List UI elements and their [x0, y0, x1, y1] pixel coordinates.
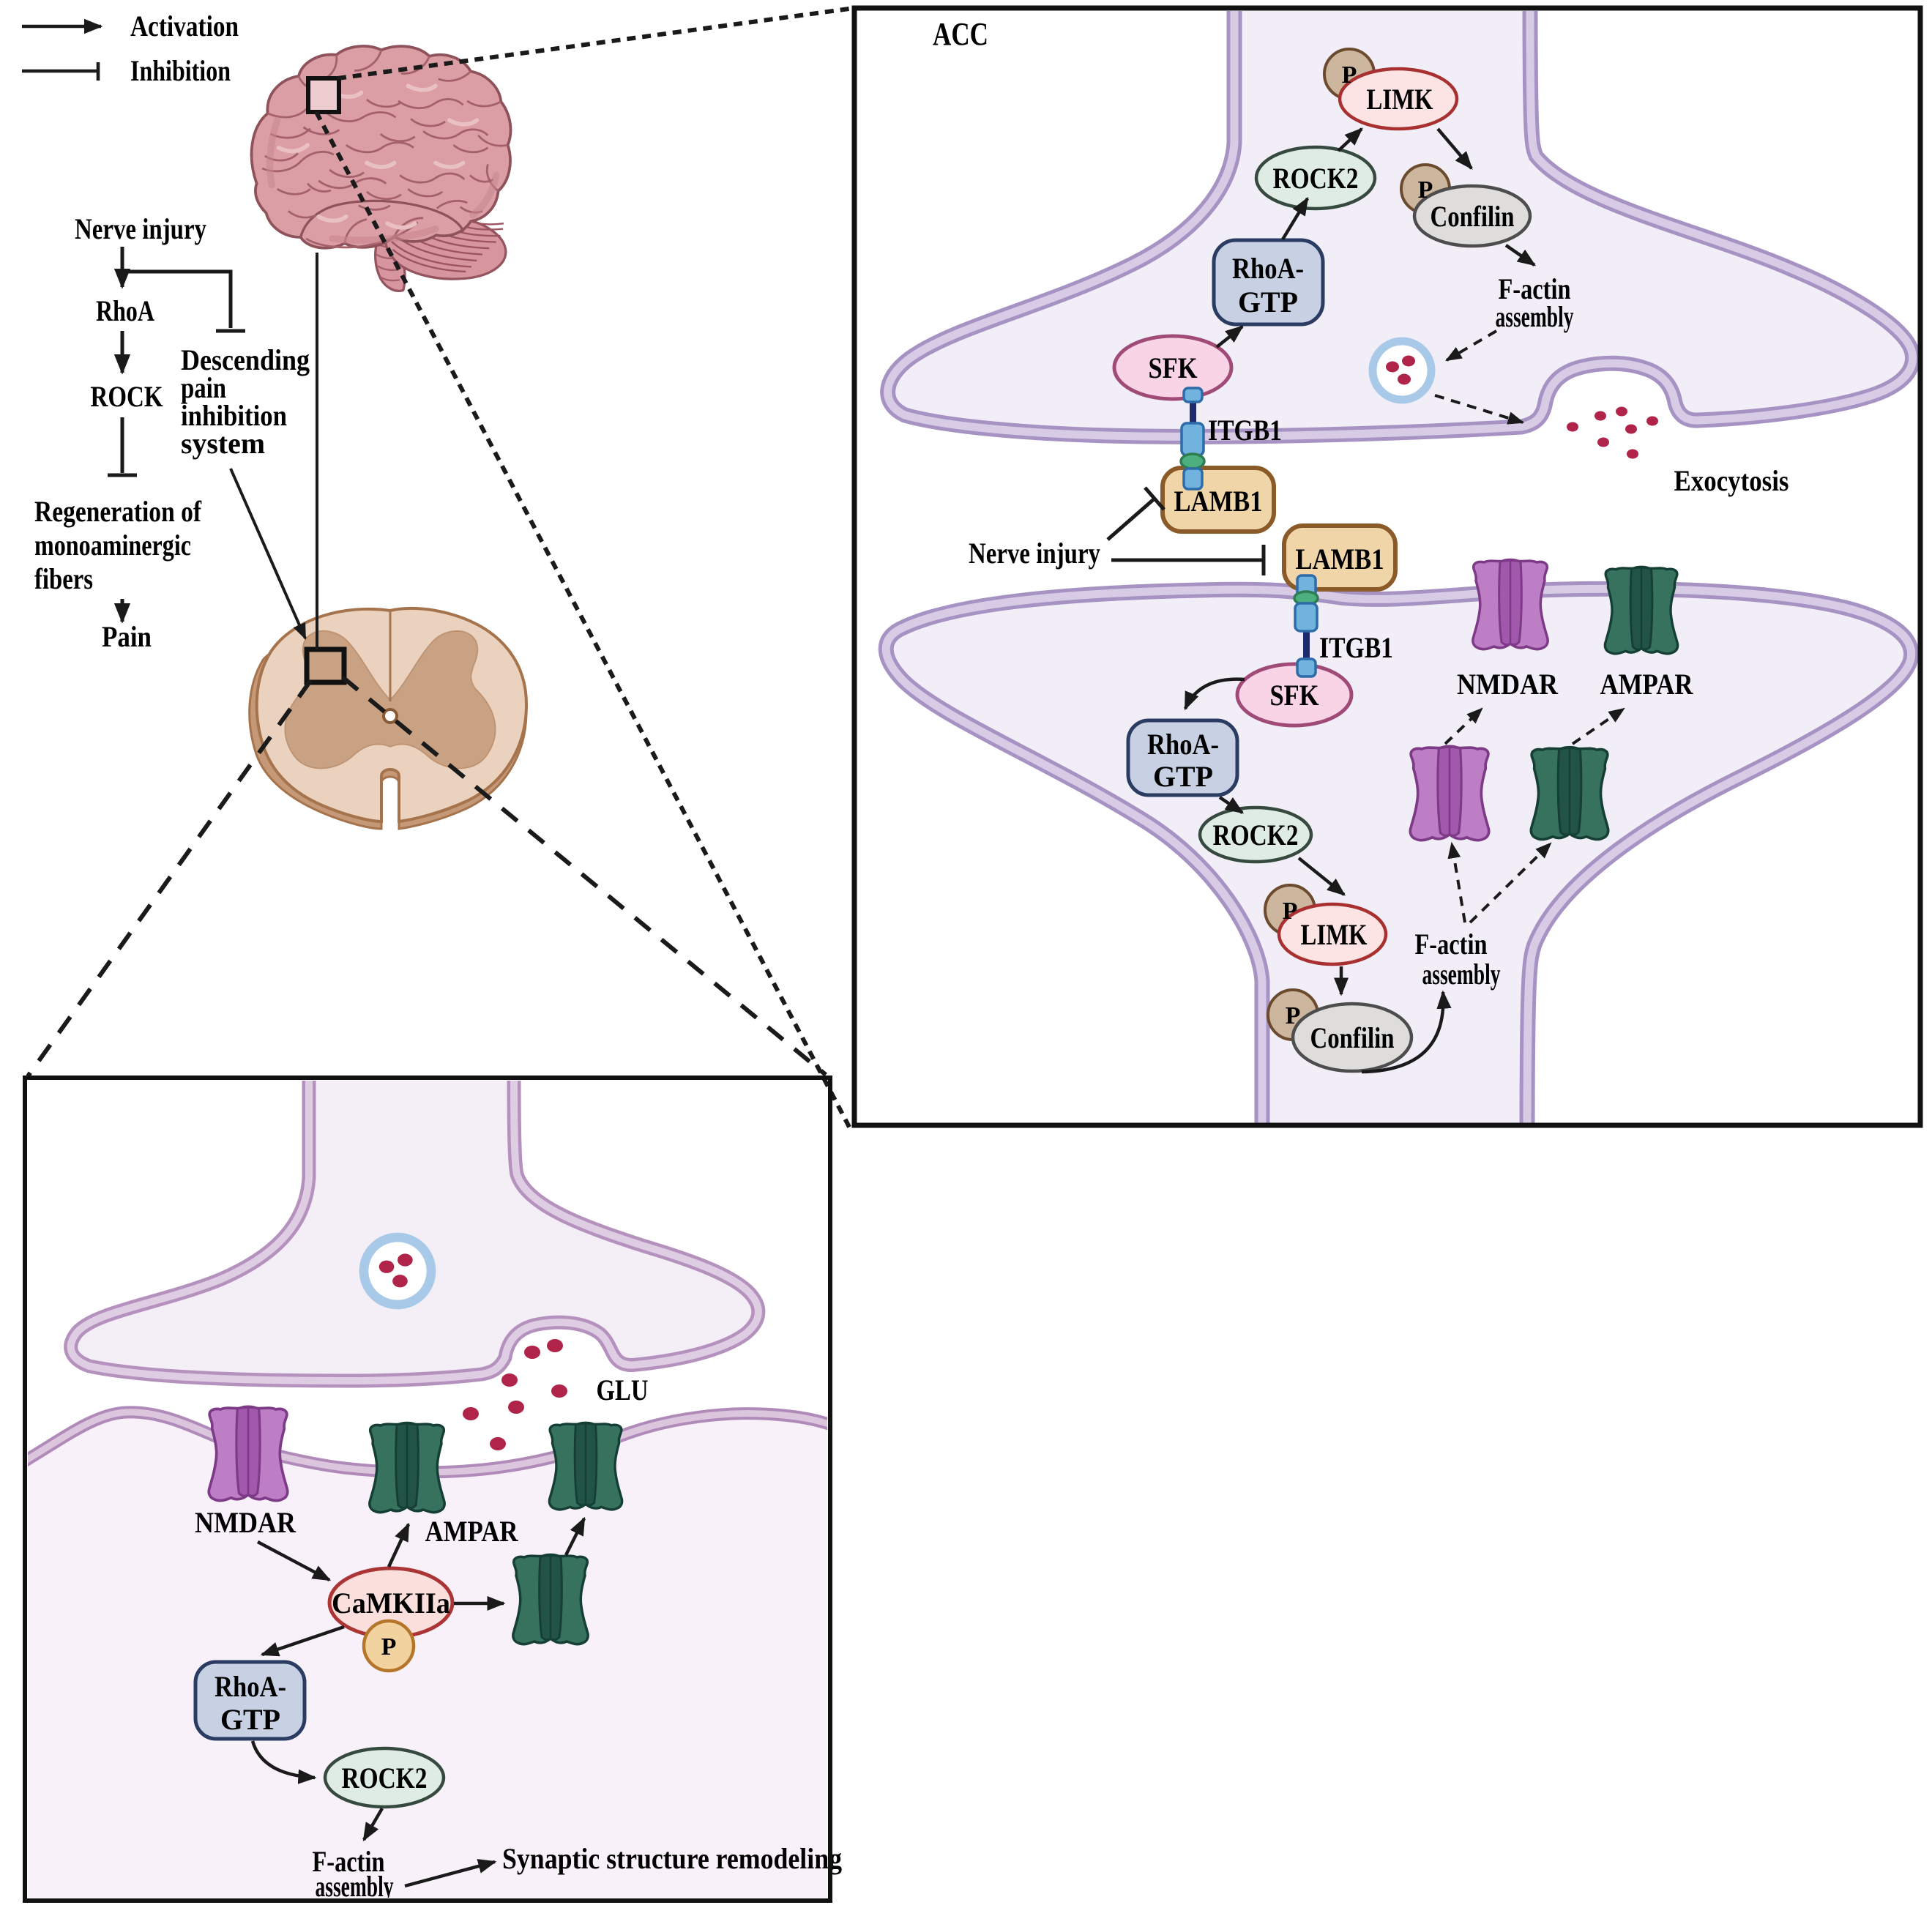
svg-text:fibers: fibers: [34, 562, 93, 595]
svg-text:SFK: SFK: [1270, 679, 1319, 712]
svg-text:AMPAR: AMPAR: [425, 1515, 519, 1548]
svg-text:assembly: assembly: [1496, 300, 1574, 333]
svg-text:P: P: [1283, 898, 1298, 925]
svg-text:Pain: Pain: [102, 620, 152, 653]
svg-text:RhoA: RhoA: [96, 294, 154, 327]
svg-text:Descending: Descending: [181, 343, 310, 376]
svg-text:ROCK2: ROCK2: [1213, 819, 1299, 851]
svg-text:system: system: [181, 427, 265, 460]
svg-text:Synaptic structure remodeling: Synaptic structure remodeling: [502, 1842, 842, 1875]
svg-text:P: P: [1418, 176, 1433, 204]
svg-text:Inhibition: Inhibition: [130, 54, 231, 87]
svg-text:AMPAR: AMPAR: [1600, 668, 1694, 701]
svg-text:pain: pain: [181, 371, 226, 404]
svg-text:Confilin: Confilin: [1310, 1021, 1395, 1054]
svg-text:inhibition: inhibition: [181, 399, 287, 432]
svg-text:SFK: SFK: [1149, 351, 1198, 384]
svg-text:ITGB1: ITGB1: [1208, 414, 1282, 447]
svg-text:GLU: GLU: [597, 1373, 649, 1406]
svg-text:P: P: [1286, 1002, 1301, 1029]
svg-text:GTP: GTP: [220, 1703, 280, 1736]
svg-text:ITGB1: ITGB1: [1319, 631, 1393, 664]
svg-text:assembly: assembly: [1422, 958, 1501, 991]
svg-text:GTP: GTP: [1153, 760, 1213, 793]
svg-text:assembly: assembly: [316, 1870, 394, 1903]
svg-text:LAMB1: LAMB1: [1296, 543, 1384, 575]
svg-text:F-actin: F-actin: [313, 1845, 385, 1878]
svg-text:F-actin: F-actin: [1499, 272, 1571, 305]
svg-text:LIMK: LIMK: [1301, 918, 1368, 951]
svg-text:Nerve injury: Nerve injury: [969, 537, 1100, 570]
svg-text:Exocytosis: Exocytosis: [1674, 464, 1789, 497]
svg-text:Activation: Activation: [130, 10, 239, 42]
svg-text:ROCK2: ROCK2: [342, 1762, 428, 1794]
svg-text:RhoA-: RhoA-: [215, 1670, 286, 1703]
svg-text:monoaminergic: monoaminergic: [34, 529, 191, 562]
svg-text:RhoA-: RhoA-: [1232, 252, 1304, 285]
svg-text:ACC: ACC: [933, 16, 988, 52]
svg-text:NMDAR: NMDAR: [1457, 668, 1559, 701]
svg-text:P: P: [381, 1633, 397, 1660]
svg-text:NMDAR: NMDAR: [195, 1506, 296, 1539]
svg-text:CaMKIIa: CaMKIIa: [332, 1587, 450, 1619]
svg-text:ROCK: ROCK: [91, 380, 163, 413]
svg-text:F-actin: F-actin: [1415, 928, 1488, 961]
svg-text:Nerve injury: Nerve injury: [75, 212, 206, 245]
svg-text:ROCK2: ROCK2: [1273, 162, 1359, 195]
svg-text:LIMK: LIMK: [1367, 83, 1433, 116]
svg-text:P: P: [1342, 61, 1357, 89]
svg-text:GTP: GTP: [1238, 286, 1298, 318]
svg-text:RhoA-: RhoA-: [1147, 728, 1219, 761]
svg-text:Regeneration of: Regeneration of: [34, 495, 202, 528]
svg-text:Confilin: Confilin: [1431, 200, 1515, 233]
